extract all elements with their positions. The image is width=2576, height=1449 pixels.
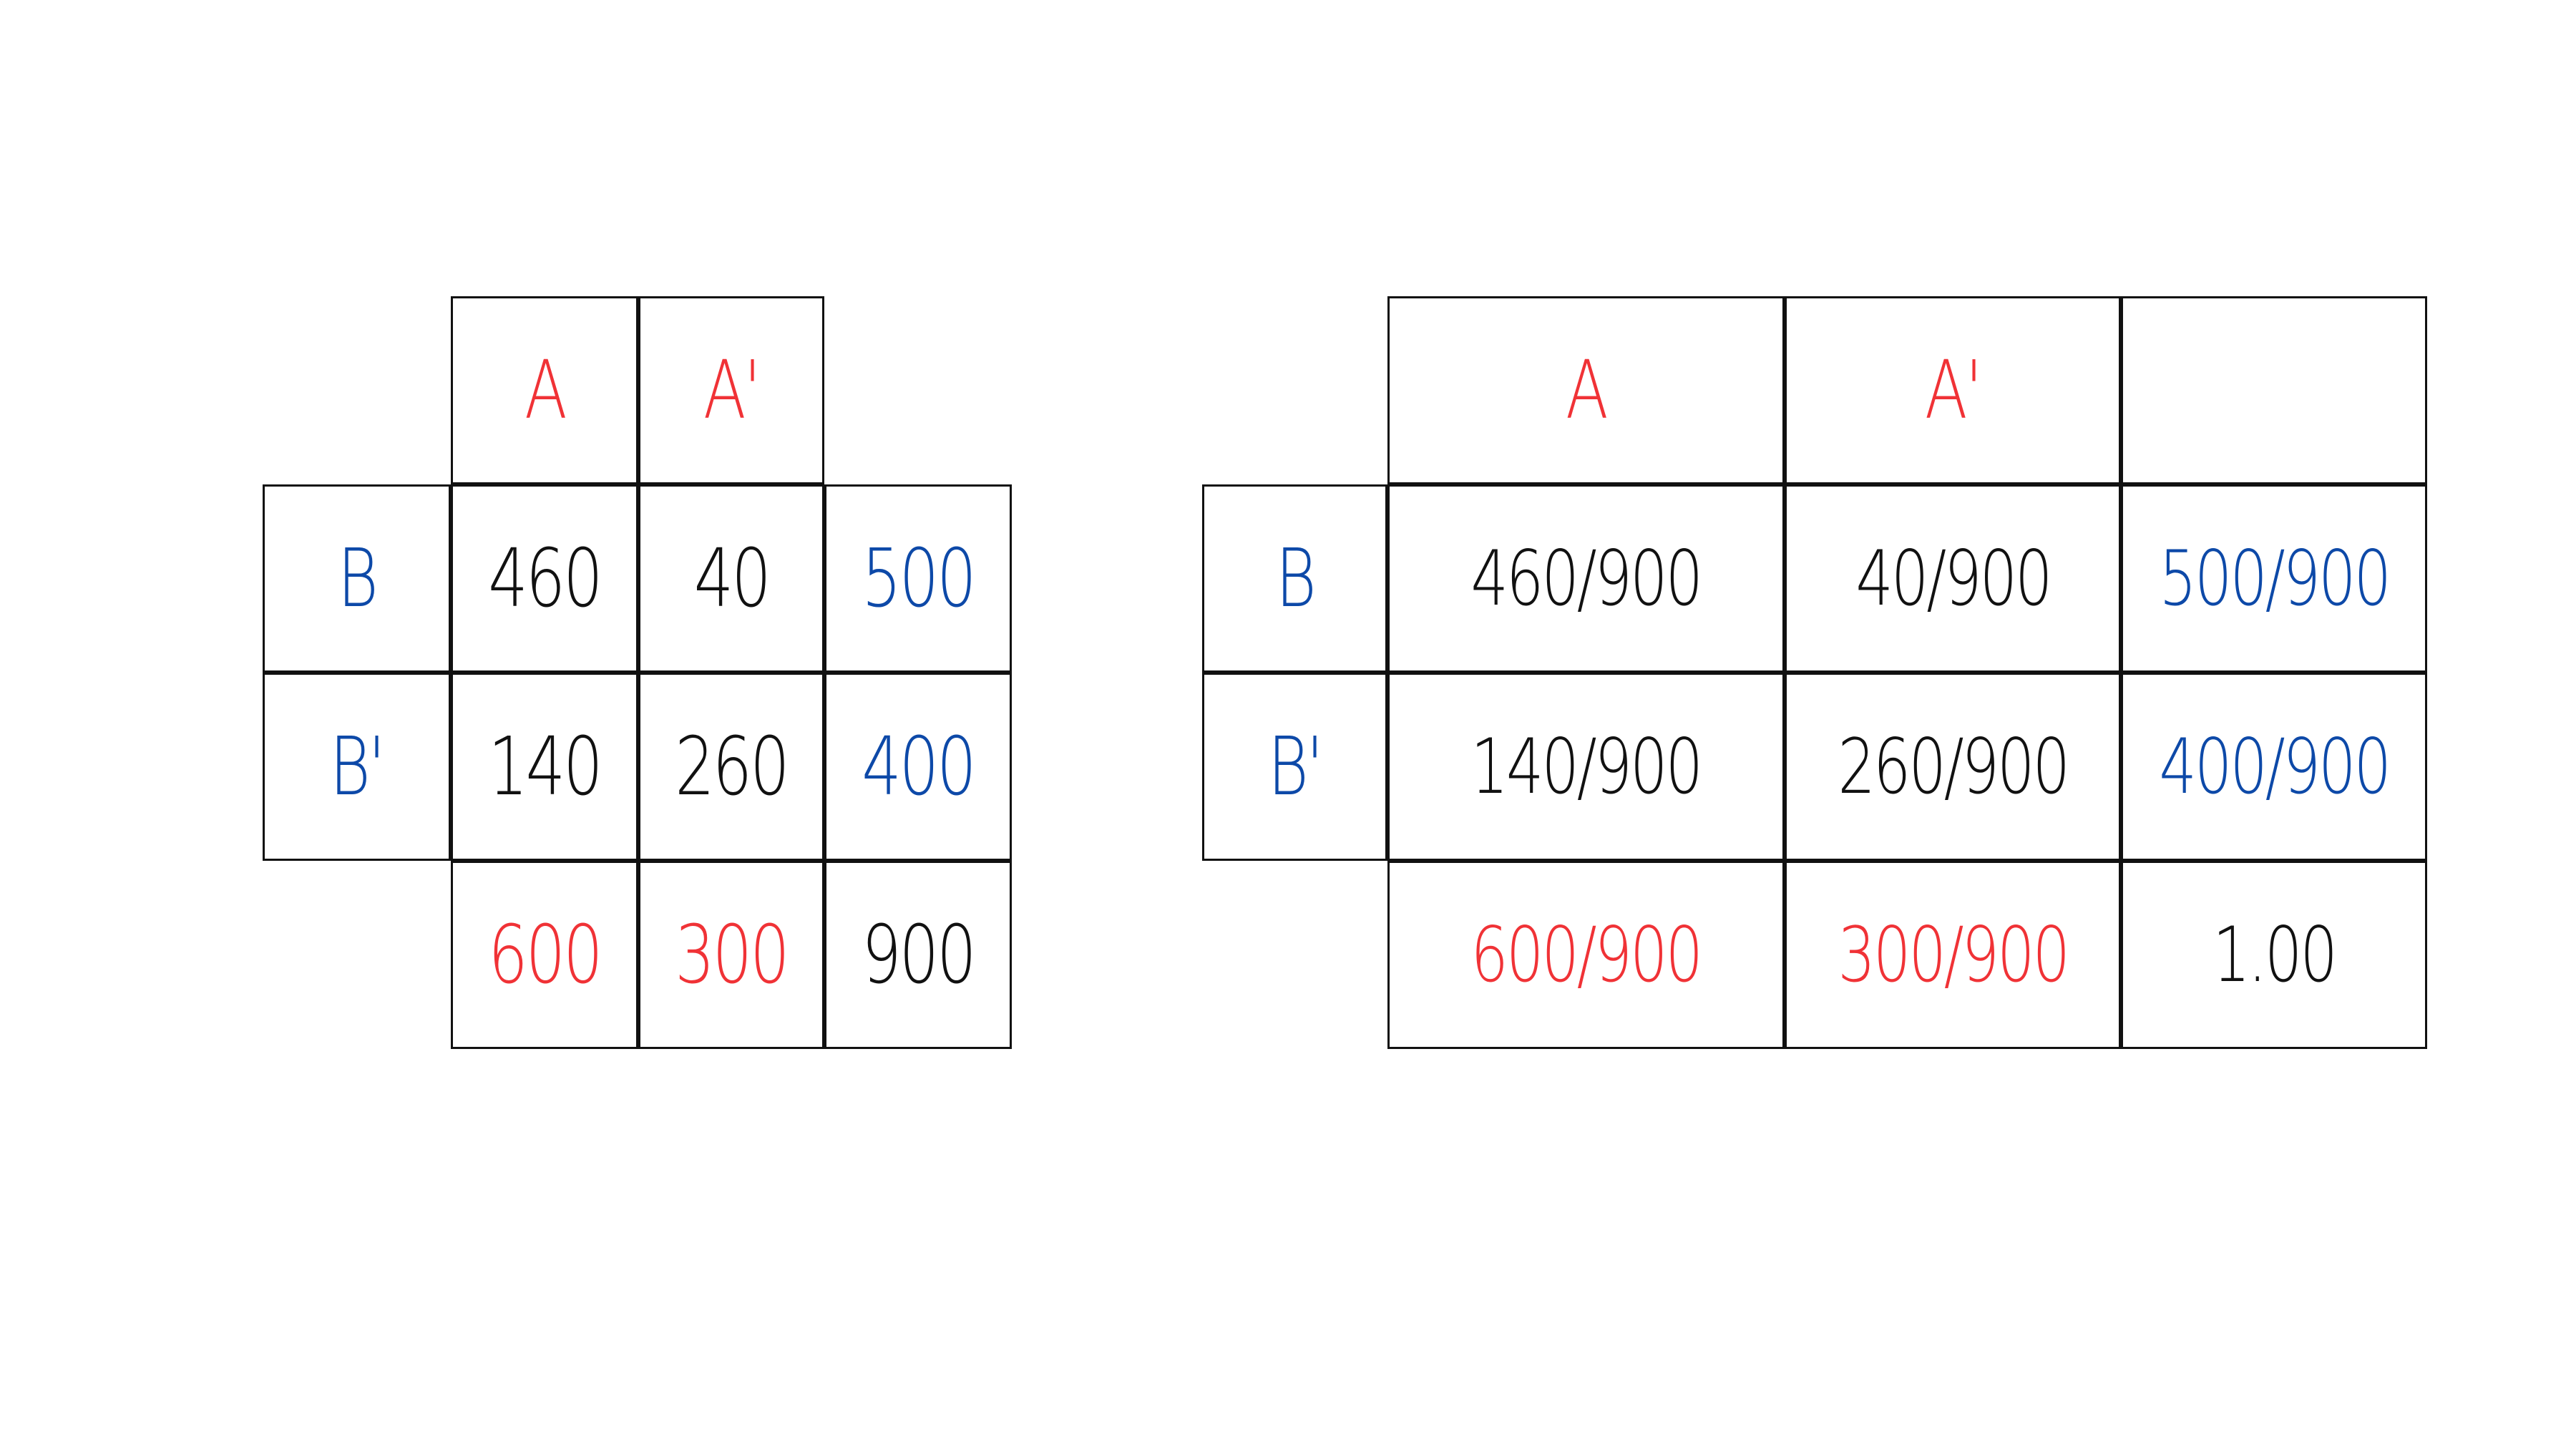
proportions-col-total-a: 600/900 (1387, 861, 1785, 1049)
counts-grand-total: 900 (824, 861, 1012, 1049)
counts-col-total-a-prime: 300 (638, 861, 824, 1049)
counts-row-total-b: 500 (824, 484, 1012, 673)
proportions-row-total-b: 500/900 (2121, 484, 2427, 673)
counts-cell-a-b: 460 (451, 484, 638, 673)
proportions-col-header-a: A (1387, 296, 1785, 484)
proportions-row-header-b-prime: B' (1202, 673, 1387, 861)
proportions-row-total-b-prime: 400/900 (2121, 673, 2427, 861)
counts-row-header-b: B (263, 484, 451, 673)
proportions-cell-a-b: 460/900 (1387, 484, 1785, 673)
counts-cell-a-prime-b-prime: 260 (638, 673, 824, 861)
proportions-corner-blank (2121, 296, 2427, 484)
proportions-cell-a-prime-b: 40/900 (1785, 484, 2121, 673)
counts-row-header-b-prime: B' (263, 673, 451, 861)
counts-col-header-a-prime: A' (638, 296, 824, 484)
proportions-col-total-a-prime: 300/900 (1785, 861, 2121, 1049)
counts-row-total-b-prime: 400 (824, 673, 1012, 861)
proportions-row-header-b: B (1202, 484, 1387, 673)
counts-col-total-a: 600 (451, 861, 638, 1049)
proportions-cell-a-b-prime: 140/900 (1387, 673, 1785, 861)
counts-col-header-a: A (451, 296, 638, 484)
proportions-col-header-a-prime: A' (1785, 296, 2121, 484)
proportions-grand-total: 1.00 (2121, 861, 2427, 1049)
counts-cell-a-prime-b: 40 (638, 484, 824, 673)
counts-cell-a-b-prime: 140 (451, 673, 638, 861)
proportions-cell-a-prime-b-prime: 260/900 (1785, 673, 2121, 861)
